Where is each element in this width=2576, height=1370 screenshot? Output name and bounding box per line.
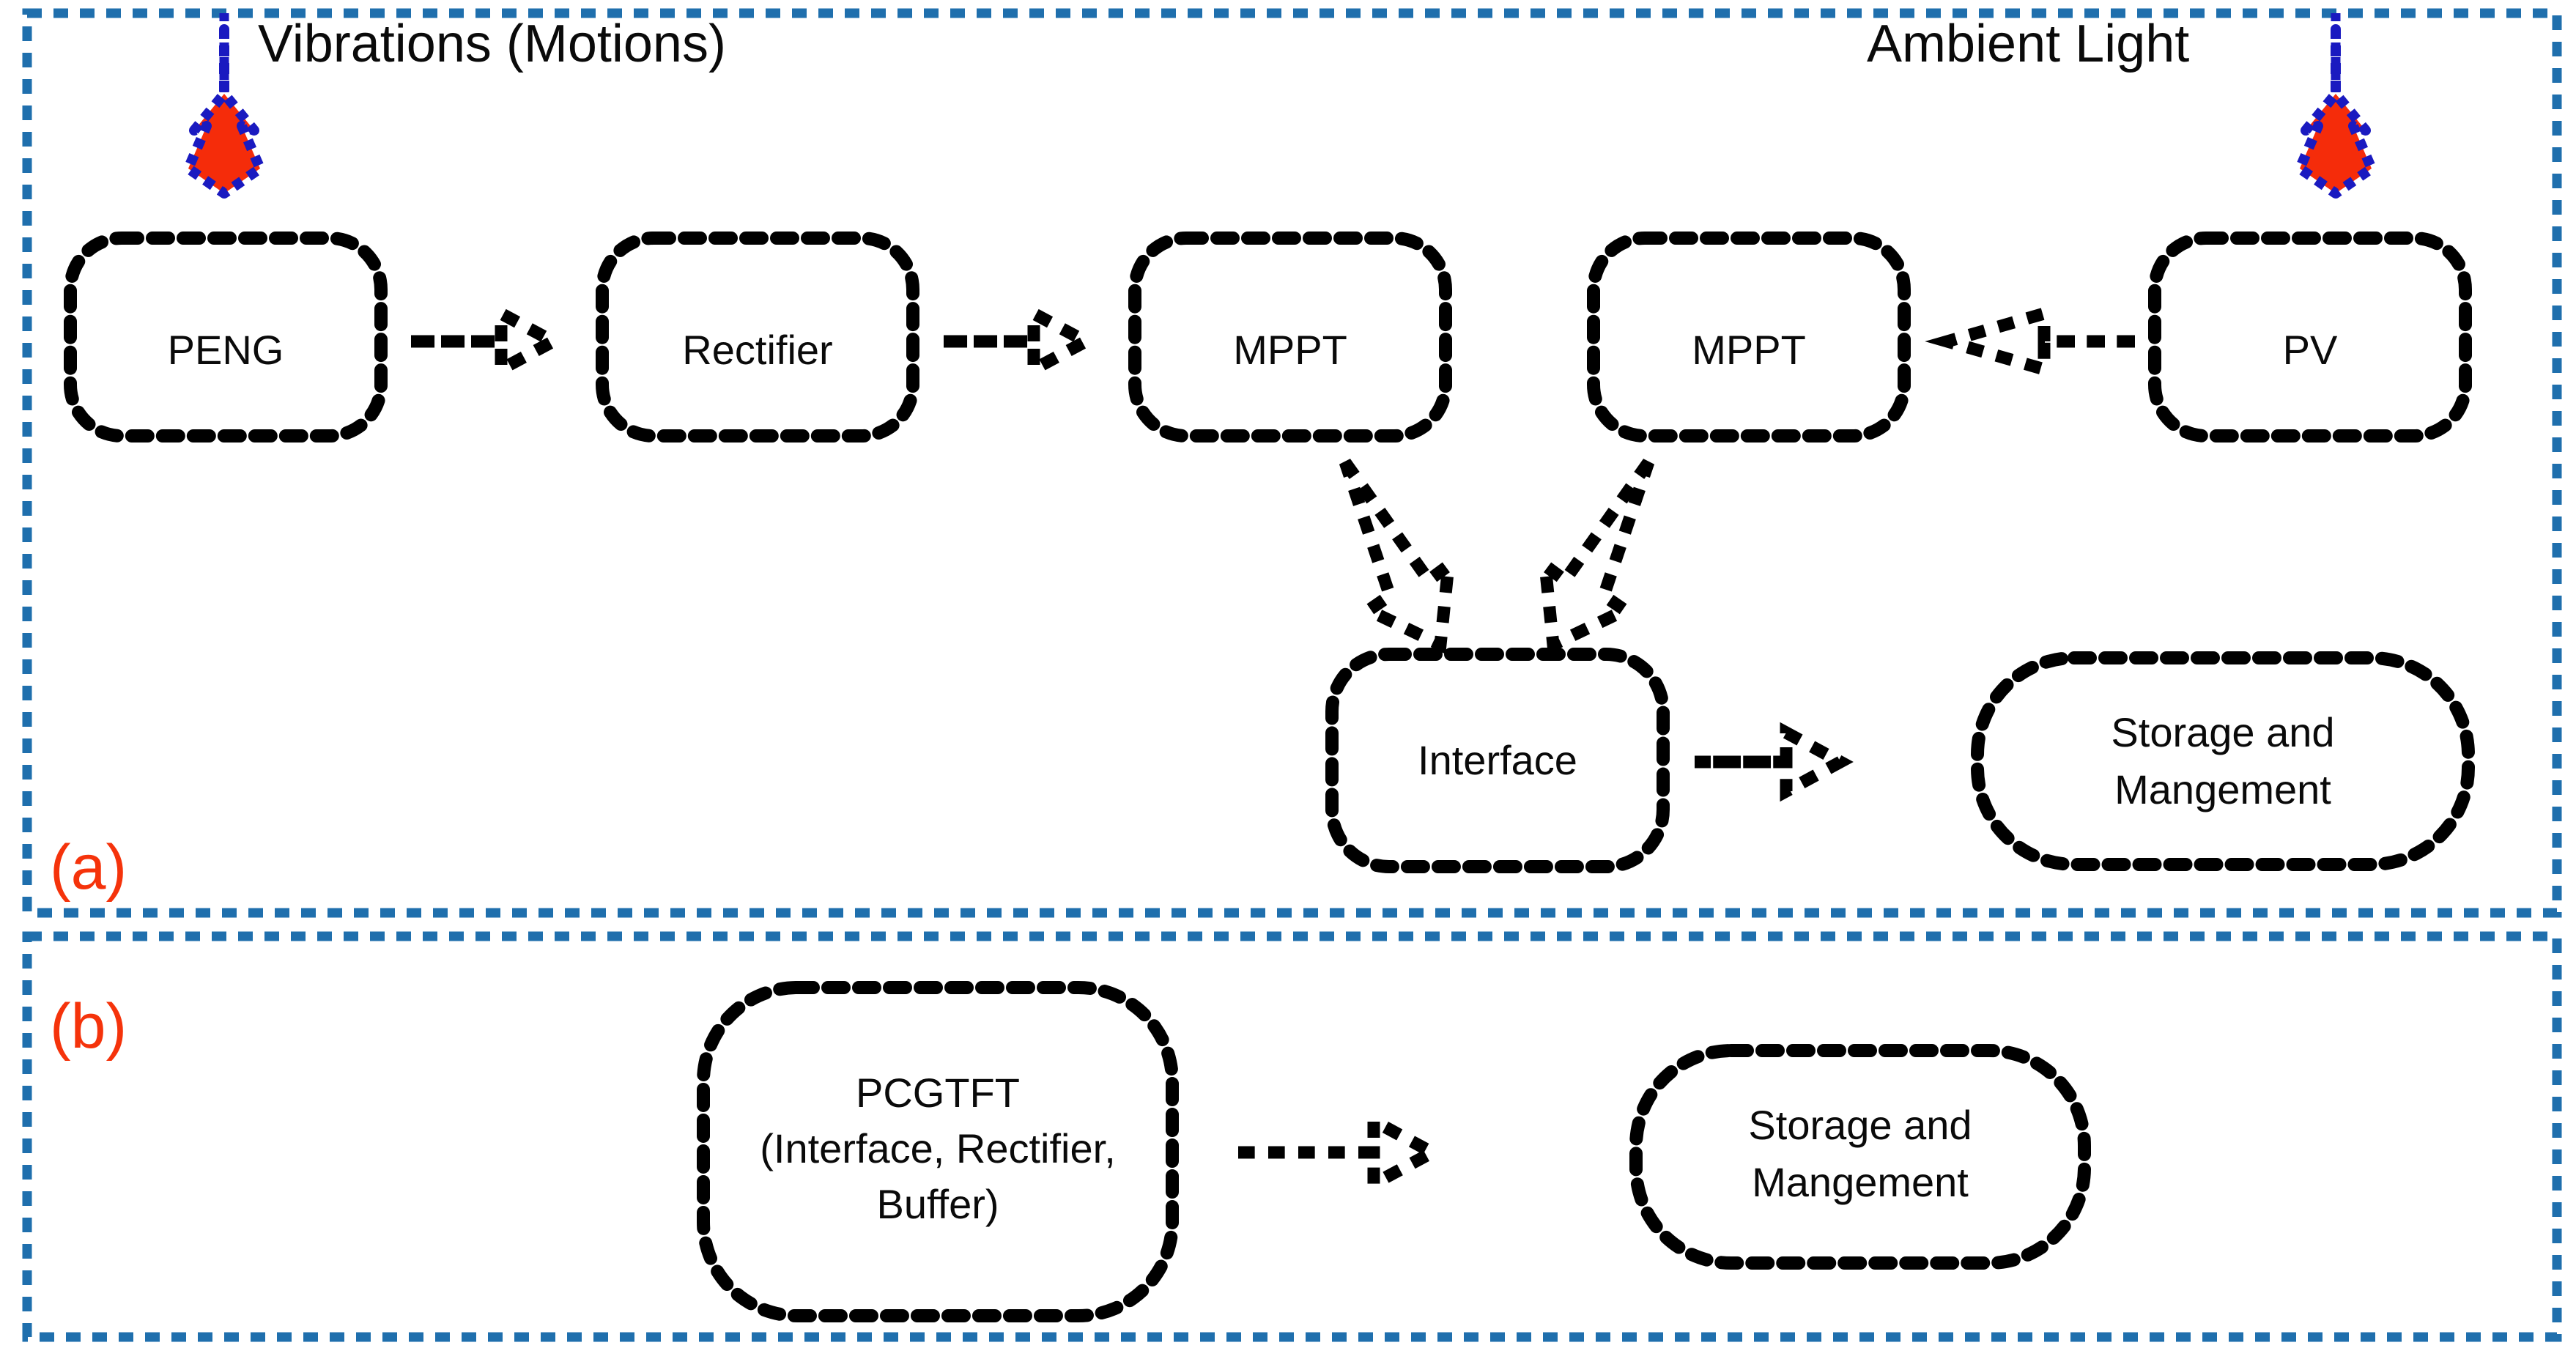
node-storage-and-mangement-b[interactable]: Storage and Mangement	[1629, 1044, 2091, 1270]
node-mppt-1[interactable]: MPPT	[1128, 232, 1452, 443]
panel-tag-a: (a)	[50, 832, 127, 903]
node-pv[interactable]: PV	[2148, 232, 2472, 443]
node-label-storage-line1: Storage and	[2111, 709, 2334, 755]
node-mppt-2[interactable]: MPPT	[1587, 232, 1911, 443]
down-arrow-icon	[2295, 13, 2377, 199]
panel-a-border	[22, 8, 2562, 918]
node-label-interface: Interface	[1418, 737, 1577, 783]
source-label-ambient-light: Ambient Light	[1867, 15, 2189, 73]
node-label-pv: PV	[2283, 327, 2338, 373]
node-interface[interactable]: Interface	[1325, 648, 1670, 873]
panel-b-border	[22, 931, 2562, 1342]
node-label-mppt-1: MPPT	[1233, 327, 1347, 373]
node-peng[interactable]: PENG	[64, 232, 388, 443]
node-storage-and-mangement[interactable]: Storage and Mangement	[1971, 651, 2475, 871]
node-rectifier[interactable]: Rectifier	[596, 232, 919, 443]
edge-arrow-right	[1695, 722, 1854, 802]
edge-arrow-right	[1238, 1110, 1446, 1195]
node-pcgtft[interactable]: PCGTFT (Interface, Rectifier, Buffer)	[697, 981, 1179, 1322]
node-label-pcgtft-line3: Buffer)	[876, 1181, 999, 1227]
node-label-rectifier: Rectifier	[682, 327, 832, 373]
edge-arrow-right	[944, 303, 1100, 380]
node-label-pcgtft-line1: PCGTFT	[856, 1070, 1020, 1116]
node-label-storage-line2: Mangement	[2114, 766, 2331, 812]
edge-arrow-down-left	[1537, 459, 1655, 654]
down-arrow-icon	[183, 13, 265, 199]
panel-tag-b: (b)	[50, 991, 127, 1062]
node-label-storage-b-line2: Mangement	[1752, 1159, 1969, 1205]
node-label-peng: PENG	[168, 327, 284, 373]
node-label-pcgtft-line2: (Interface, Rectifier,	[760, 1125, 1116, 1171]
edge-arrow-down-right	[1339, 459, 1457, 654]
node-label-storage-b-line1: Storage and	[1748, 1102, 1972, 1148]
edge-arrow-right	[411, 303, 567, 380]
source-label-vibrations: Vibrations (Motions)	[258, 15, 726, 73]
edge-arrow-left	[1925, 305, 2135, 378]
node-label-mppt-2: MPPT	[1692, 327, 1806, 373]
